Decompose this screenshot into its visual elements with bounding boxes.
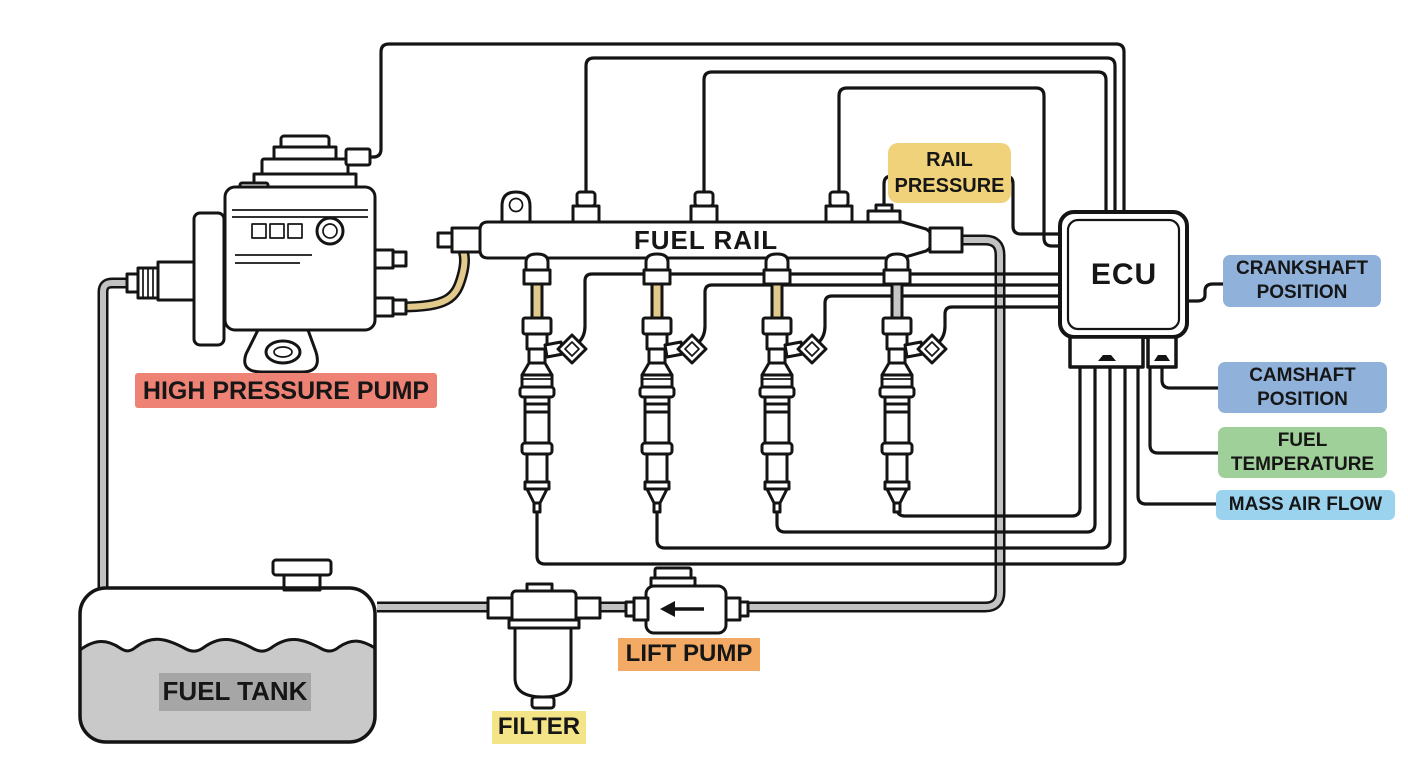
fuel-rail-graphic <box>436 190 964 260</box>
fuel-pipes <box>97 234 1006 613</box>
fuel-rail-label: FUEL RAIL <box>480 225 932 256</box>
injector1-harness-wire <box>535 365 1127 566</box>
tank-cap <box>271 558 333 577</box>
ecu-label-text: ECU <box>1090 258 1158 291</box>
camshaft-sensor-wire <box>1160 365 1220 390</box>
high-pressure-pump-label: HIGH PRESSURE PUMP <box>135 373 437 408</box>
ecu-graphic <box>1058 210 1189 369</box>
mass-air-flow-label: MASS AIR FLOW <box>1216 490 1395 520</box>
rail-pressure-label: RAIL PRESSURE <box>888 143 1011 203</box>
ecu-wiring <box>368 42 1225 566</box>
rail-fitting3-wire <box>837 86 1058 248</box>
fuel-tank-label: FUEL TANK <box>159 673 311 711</box>
fuel-tank-graphic <box>78 558 377 744</box>
ecu-connector-large <box>1068 335 1145 369</box>
crankshaft-sensor-wire <box>1183 282 1225 303</box>
injector-4 <box>878 316 948 514</box>
fuel-temperature-label: FUEL TEMPERATURE <box>1218 427 1387 478</box>
mass-air-flow-sensor-wire <box>1136 365 1218 506</box>
lift-pump-label: LIFT PUMP <box>618 638 760 671</box>
ecu-label: ECU <box>1062 257 1186 293</box>
injector-3 <box>758 316 828 514</box>
injector-2 <box>638 316 708 514</box>
injector4-harness-wire <box>895 365 1082 518</box>
rail-pressure-sensor-wire <box>882 174 1058 236</box>
injector2-harness-wire <box>655 365 1112 550</box>
camshaft-position-label: CAMSHAFT POSITION <box>1218 362 1387 413</box>
fuel-filter-graphic <box>486 582 602 710</box>
pump-control-wire <box>368 42 1126 214</box>
pump-electrical-connector <box>344 147 372 167</box>
injector-1 <box>518 316 588 514</box>
flow-direction-arrow-icon <box>660 601 704 617</box>
fuel-rail-label-text: FUEL RAIL <box>633 225 779 256</box>
fuel-injectors <box>518 316 948 514</box>
injector1-connector-wire <box>577 272 1058 344</box>
return-pipe <box>97 277 134 589</box>
rail-outlets <box>522 252 912 322</box>
rail-lifting-eye <box>500 190 532 224</box>
rail-pressure-sensor-graphic <box>866 203 902 224</box>
rail-fitting1-wire <box>584 56 1117 214</box>
injector3-connector-wire <box>817 294 1058 344</box>
high-pressure-pump-graphic <box>125 134 408 374</box>
rail-fitting2-wire <box>702 70 1108 214</box>
injector4-connector-wire <box>937 305 1058 344</box>
rail-top-fittings <box>571 190 854 224</box>
crankshaft-position-label: CRANKSHAFT POSITION <box>1223 255 1381 307</box>
high-pressure-pump-label-text: HIGH PRESSURE PUMP <box>142 376 430 405</box>
fuel-temperature-sensor-wire <box>1148 365 1220 455</box>
injector2-connector-wire <box>697 283 1058 344</box>
ecu-connector-small <box>1146 335 1178 369</box>
injector3-harness-wire <box>775 365 1097 534</box>
fuel-level-line <box>79 637 376 653</box>
lift-pump-graphic <box>624 566 750 635</box>
filter-label: FILTER <box>492 711 586 744</box>
